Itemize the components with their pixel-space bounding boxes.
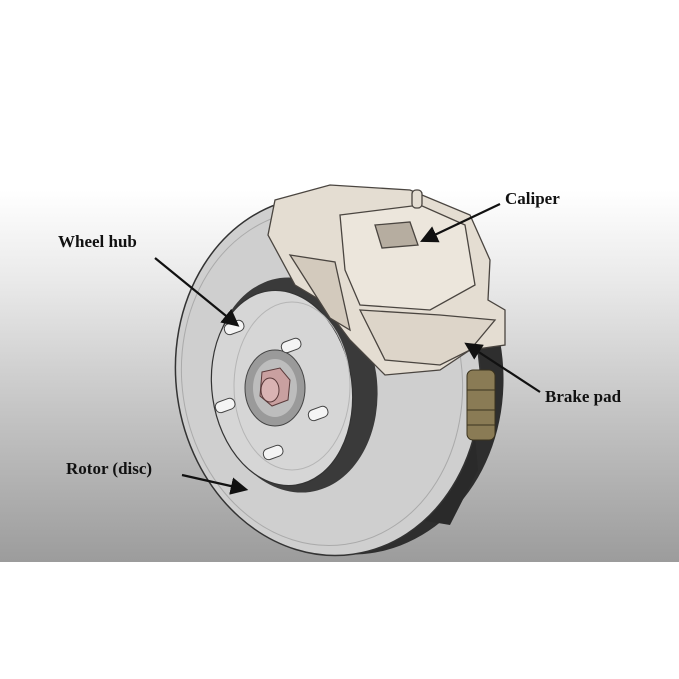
wheel-studs (214, 319, 329, 461)
rotor-label: Rotor (disc) (66, 459, 153, 478)
wheel-hub-label: Wheel hub (58, 232, 137, 251)
brake-pad-label: Brake pad (545, 387, 622, 406)
center-nut (259, 367, 291, 407)
rotor-arrow (181, 473, 249, 495)
wheel-hub-arrow (154, 257, 240, 327)
wheel-hub (210, 277, 378, 493)
caliper-arrow (420, 203, 501, 243)
brake-pad-arrow (464, 342, 541, 393)
callout-arrows (154, 203, 541, 495)
brake-pad (466, 369, 496, 441)
caliper-label: Caliper (505, 189, 560, 208)
